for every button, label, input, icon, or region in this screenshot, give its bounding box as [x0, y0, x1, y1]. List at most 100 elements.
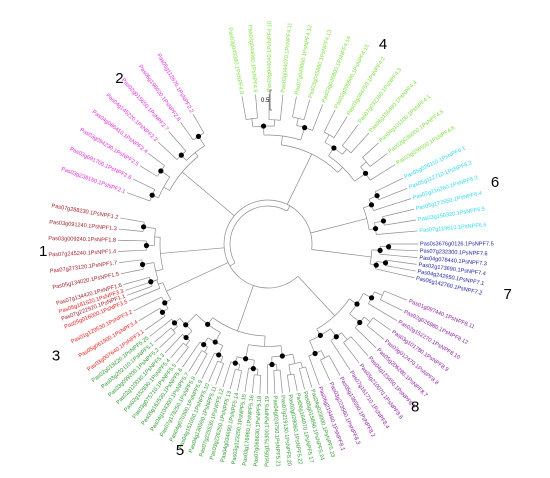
node-arc [201, 350, 208, 354]
tip-branch [306, 99, 311, 111]
bootstrap-node-dot [212, 339, 218, 345]
tip-branch [373, 306, 398, 321]
tip-branch [273, 374, 276, 394]
node-arc [153, 262, 159, 280]
leaf-label: Pas03g045380.1PsNPF4.8 [226, 27, 244, 95]
internal-branch [378, 197, 385, 201]
scale-bar: 0.5 [261, 89, 272, 111]
bootstrap-node-dot [162, 300, 168, 306]
internal-branch [286, 375, 289, 380]
tip-branch [393, 260, 417, 265]
bootstrap-node-dot [372, 225, 379, 232]
internal-branch [221, 363, 224, 370]
bootstrap-node-dot [232, 360, 238, 366]
internal-branch [170, 332, 176, 338]
internal-branch [341, 140, 347, 146]
internal-branch [385, 259, 394, 262]
tip-branch [390, 266, 416, 272]
bootstrap-node-dot [279, 353, 285, 359]
tip-branch [229, 373, 235, 390]
tip-branch [310, 361, 320, 386]
node-arc [369, 249, 373, 265]
leaf-label: Pas04g086410.1PsNPF2.4 [91, 109, 149, 155]
internal-branch [374, 291, 383, 296]
tip-branch [377, 152, 388, 161]
leaf-labels: Pas07g222920.1PsNPF1.1Pas07g134420.1PsNP… [48, 21, 494, 467]
tip-branch [259, 381, 261, 394]
internal-branch [288, 364, 291, 375]
internal-branch [296, 118, 299, 126]
tip-branch [349, 350, 360, 364]
internal-branch [184, 347, 189, 353]
tip-branch [188, 353, 200, 372]
internal-branch [337, 167, 343, 173]
node-arc [268, 119, 281, 121]
tip-branch [244, 377, 248, 393]
bootstrap-node-dot [250, 366, 256, 372]
bootstrap-node-dot [159, 309, 166, 315]
bootstrap-node-dot [312, 350, 318, 357]
bootstrap-node-dot [302, 125, 308, 131]
internal-branch [373, 206, 386, 211]
tip-branch [164, 341, 176, 354]
tip-branch [339, 116, 348, 130]
internal-branch [382, 214, 391, 218]
bootstrap-node-dot [331, 145, 337, 151]
bootstrap-node-dot [205, 321, 211, 327]
tip-branch [180, 122, 190, 136]
internal-branch [343, 342, 350, 351]
internal-branch [368, 303, 375, 308]
internal-branch [139, 221, 145, 223]
node-arc [320, 355, 330, 361]
internal-branch [323, 126, 328, 133]
scale-bar-label: 0.5 [261, 98, 270, 104]
internal-branch [363, 316, 371, 323]
node-arc [281, 144, 339, 173]
tip-branch [358, 331, 377, 349]
node-arc [162, 282, 172, 300]
node-arc [235, 368, 242, 372]
bootstrap-node-dot [368, 295, 375, 301]
bootstrap-node-dot [178, 152, 184, 158]
tip-branch [148, 153, 162, 164]
bootstrap-node-dot [377, 247, 383, 253]
internal-branch [180, 342, 184, 347]
internal-branch [360, 161, 367, 168]
tip-branch [132, 178, 152, 188]
tip-branch [139, 165, 153, 174]
leaf-label: Pas03g009240.1PsNPF1.8 [48, 236, 116, 244]
tip-branch [125, 283, 147, 291]
tip-branch [120, 270, 138, 275]
tip-branch [215, 368, 222, 385]
bootstrap-node-dot [333, 334, 339, 340]
internal-branch [215, 360, 219, 365]
tree-branches [118, 94, 418, 395]
node-arc [342, 145, 352, 154]
internal-branch [143, 198, 151, 202]
internal-branch [330, 340, 336, 347]
internal-branch [150, 187, 155, 190]
internal-branch [362, 153, 368, 158]
internal-branch [293, 373, 296, 380]
internal-branch [159, 315, 166, 321]
tip-branch [120, 217, 141, 222]
internal-branch [201, 129, 205, 134]
bootstrap-node-dot [149, 192, 155, 198]
clade-number: 2 [115, 70, 123, 87]
node-arc [186, 145, 205, 161]
tip-branch [293, 96, 297, 112]
internal-branch [384, 265, 392, 267]
tip-branch [154, 330, 169, 343]
internal-branch [354, 327, 360, 332]
tip-branch [345, 124, 359, 142]
internal-branch [379, 253, 393, 256]
tip-branch [159, 336, 172, 348]
tip-branch [126, 288, 146, 296]
leaf-label: Pas0s3676g0126.1PsNPF7.5 [420, 241, 494, 247]
tip-branch [377, 320, 391, 331]
internal-branch [256, 108, 258, 119]
internal-branch [369, 160, 379, 167]
tip-branch [133, 301, 153, 312]
